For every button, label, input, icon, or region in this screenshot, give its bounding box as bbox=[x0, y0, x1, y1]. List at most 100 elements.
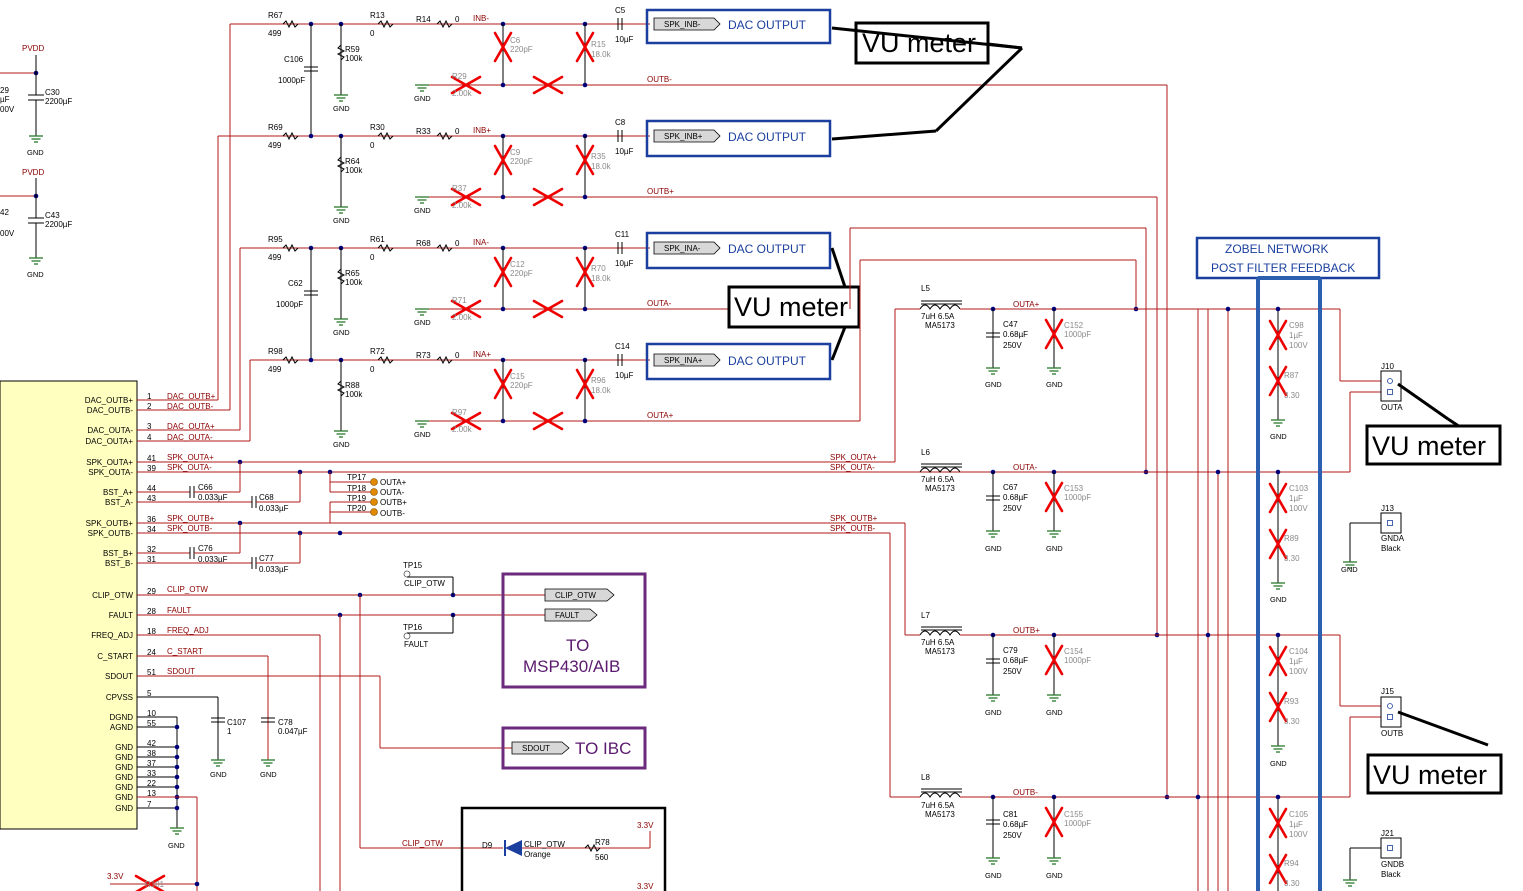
svg-text:0.033µF: 0.033µF bbox=[259, 504, 289, 513]
svg-text:250V: 250V bbox=[1003, 667, 1022, 676]
svg-text:C106: C106 bbox=[284, 55, 304, 64]
ic-pin-number: 24 bbox=[147, 648, 156, 657]
svg-text:0.68µF: 0.68µF bbox=[1003, 493, 1028, 502]
ic-pin-number: 43 bbox=[147, 494, 156, 503]
ic-pin-number: 1 bbox=[147, 392, 152, 401]
svg-text:CLIP_OTW: CLIP_OTW bbox=[555, 591, 596, 600]
svg-text:OUTA+: OUTA+ bbox=[380, 478, 407, 487]
svg-text:GND: GND bbox=[1046, 708, 1063, 717]
svg-text:GND: GND bbox=[1046, 380, 1063, 389]
svg-text:2.00k: 2.00k bbox=[452, 425, 473, 434]
svg-text:SPK_OUTB-: SPK_OUTB- bbox=[830, 524, 876, 533]
svg-text:GND: GND bbox=[1046, 544, 1063, 553]
svg-text:C66: C66 bbox=[198, 483, 213, 492]
svg-text:R67: R67 bbox=[268, 11, 283, 20]
svg-text:C68: C68 bbox=[259, 493, 274, 502]
pvdd-cap-c30: PVDD GND C30 2200µF 29 µF 00V bbox=[0, 44, 72, 157]
svg-text:R97: R97 bbox=[452, 408, 467, 417]
dac-output-inb-plus: SPK_INB+ DAC OUTPUT bbox=[645, 119, 832, 158]
svg-text:220pF: 220pF bbox=[510, 157, 533, 166]
svg-text:TP17: TP17 bbox=[347, 473, 367, 482]
amplifier-ic bbox=[0, 380, 138, 830]
svg-text:R14: R14 bbox=[416, 15, 431, 24]
svg-text:ZOBEL NETWORK: ZOBEL NETWORK bbox=[1225, 242, 1329, 256]
ic-pin-name: GND bbox=[115, 804, 133, 813]
svg-text:0.033µF: 0.033µF bbox=[198, 493, 228, 502]
svg-text:10µF: 10µF bbox=[615, 35, 634, 44]
svg-text:OUTA-: OUTA- bbox=[380, 488, 405, 497]
svg-text:10µF: 10µF bbox=[615, 147, 634, 156]
ic-pin-number: 42 bbox=[147, 739, 156, 748]
svg-text:OUTB-: OUTB- bbox=[380, 509, 405, 518]
ic-pin-name: GND bbox=[115, 783, 133, 792]
ic-pin-name: C_START bbox=[97, 652, 133, 661]
svg-text:GND: GND bbox=[210, 770, 227, 779]
svg-text:18.0k: 18.0k bbox=[591, 50, 612, 59]
svg-text:DAC OUTPUT: DAC OUTPUT bbox=[728, 354, 807, 368]
vu-meter-callout-mid: VU meter bbox=[727, 247, 861, 361]
svg-text:220pF: 220pF bbox=[510, 269, 533, 278]
svg-text:1µF: 1µF bbox=[1289, 657, 1303, 666]
ic-pin-name: BST_A- bbox=[105, 498, 133, 507]
svg-text:100V: 100V bbox=[1289, 504, 1308, 513]
svg-text:1µF: 1µF bbox=[1289, 820, 1303, 829]
svg-text:42: 42 bbox=[0, 208, 9, 217]
svg-text:L6: L6 bbox=[921, 448, 930, 457]
svg-text:GND: GND bbox=[333, 440, 350, 449]
svg-text:0: 0 bbox=[370, 141, 375, 150]
svg-text:D9: D9 bbox=[482, 841, 493, 850]
svg-text:INB+: INB+ bbox=[473, 126, 491, 135]
ic-pin-net: DAC_OUTA- bbox=[167, 433, 213, 442]
svg-text:0.033µF: 0.033µF bbox=[259, 565, 289, 574]
svg-text:R87: R87 bbox=[1284, 371, 1299, 380]
svg-text:Black: Black bbox=[1381, 870, 1402, 879]
svg-text:0: 0 bbox=[370, 253, 375, 262]
pvdd-cap-c43: PVDD GND C43 2200µF 42 00V bbox=[0, 168, 72, 279]
svg-text:0.033µF: 0.033µF bbox=[198, 555, 228, 564]
to-ibc-box: SDOUT TO IBC bbox=[501, 726, 647, 770]
ic-pin-name: SPK_OUTB+ bbox=[86, 519, 134, 528]
svg-text:SPK_INB+: SPK_INB+ bbox=[664, 132, 703, 141]
dac-output-inb-minus: SPK_INB- DAC OUTPUT bbox=[645, 8, 832, 45]
svg-text:499: 499 bbox=[268, 141, 282, 150]
svg-text:C14: C14 bbox=[615, 342, 630, 351]
svg-text:FAULT: FAULT bbox=[555, 611, 579, 620]
svg-text:GND: GND bbox=[414, 318, 431, 327]
ic-pin-name: DAC_OUTA- bbox=[87, 426, 133, 435]
svg-text:R29: R29 bbox=[452, 72, 467, 81]
ic-pin-name: GND bbox=[115, 763, 133, 772]
ic-pin-net: DAC_OUTB- bbox=[167, 402, 214, 411]
svg-text:R68: R68 bbox=[416, 239, 431, 248]
svg-text:J15: J15 bbox=[1381, 687, 1394, 696]
svg-text:3.30: 3.30 bbox=[1284, 391, 1300, 400]
svg-text:R98: R98 bbox=[268, 347, 283, 356]
ic-pin-name: BST_B+ bbox=[103, 549, 133, 558]
svg-text:CLIP_OTW: CLIP_OTW bbox=[524, 840, 565, 849]
svg-text:VU meter: VU meter bbox=[1372, 431, 1486, 461]
ic-pin-number: 55 bbox=[147, 719, 156, 728]
svg-text:R65: R65 bbox=[345, 269, 360, 278]
ic-pin-number: 39 bbox=[147, 464, 156, 473]
svg-text:100V: 100V bbox=[1289, 830, 1308, 839]
svg-text:18.0k: 18.0k bbox=[591, 274, 612, 283]
ic-pin-number: 32 bbox=[147, 545, 156, 554]
svg-text:1000pF: 1000pF bbox=[276, 300, 303, 309]
ic-pin-name: BST_A+ bbox=[103, 488, 133, 497]
svg-text:R94: R94 bbox=[1284, 859, 1299, 868]
svg-text:SPK_OUTA+: SPK_OUTA+ bbox=[167, 453, 214, 462]
svg-text:C154: C154 bbox=[1064, 647, 1084, 656]
svg-text:499: 499 bbox=[268, 365, 282, 374]
svg-text:7uH 6.5A: 7uH 6.5A bbox=[921, 475, 955, 484]
ic-pin-name: SPK_OUTA+ bbox=[86, 458, 133, 467]
svg-text:R15: R15 bbox=[591, 40, 606, 49]
svg-text:GND: GND bbox=[168, 841, 185, 850]
svg-text:SPK_INA+: SPK_INA+ bbox=[664, 356, 703, 365]
svg-text:1µF: 1µF bbox=[1289, 331, 1303, 340]
connector-j10: J10 OUTA bbox=[1339, 309, 1403, 473]
svg-text:R88: R88 bbox=[345, 381, 360, 390]
svg-text:220pF: 220pF bbox=[510, 381, 533, 390]
svg-text:C81: C81 bbox=[1003, 810, 1018, 819]
ic-pin-name: FAULT bbox=[109, 611, 133, 620]
